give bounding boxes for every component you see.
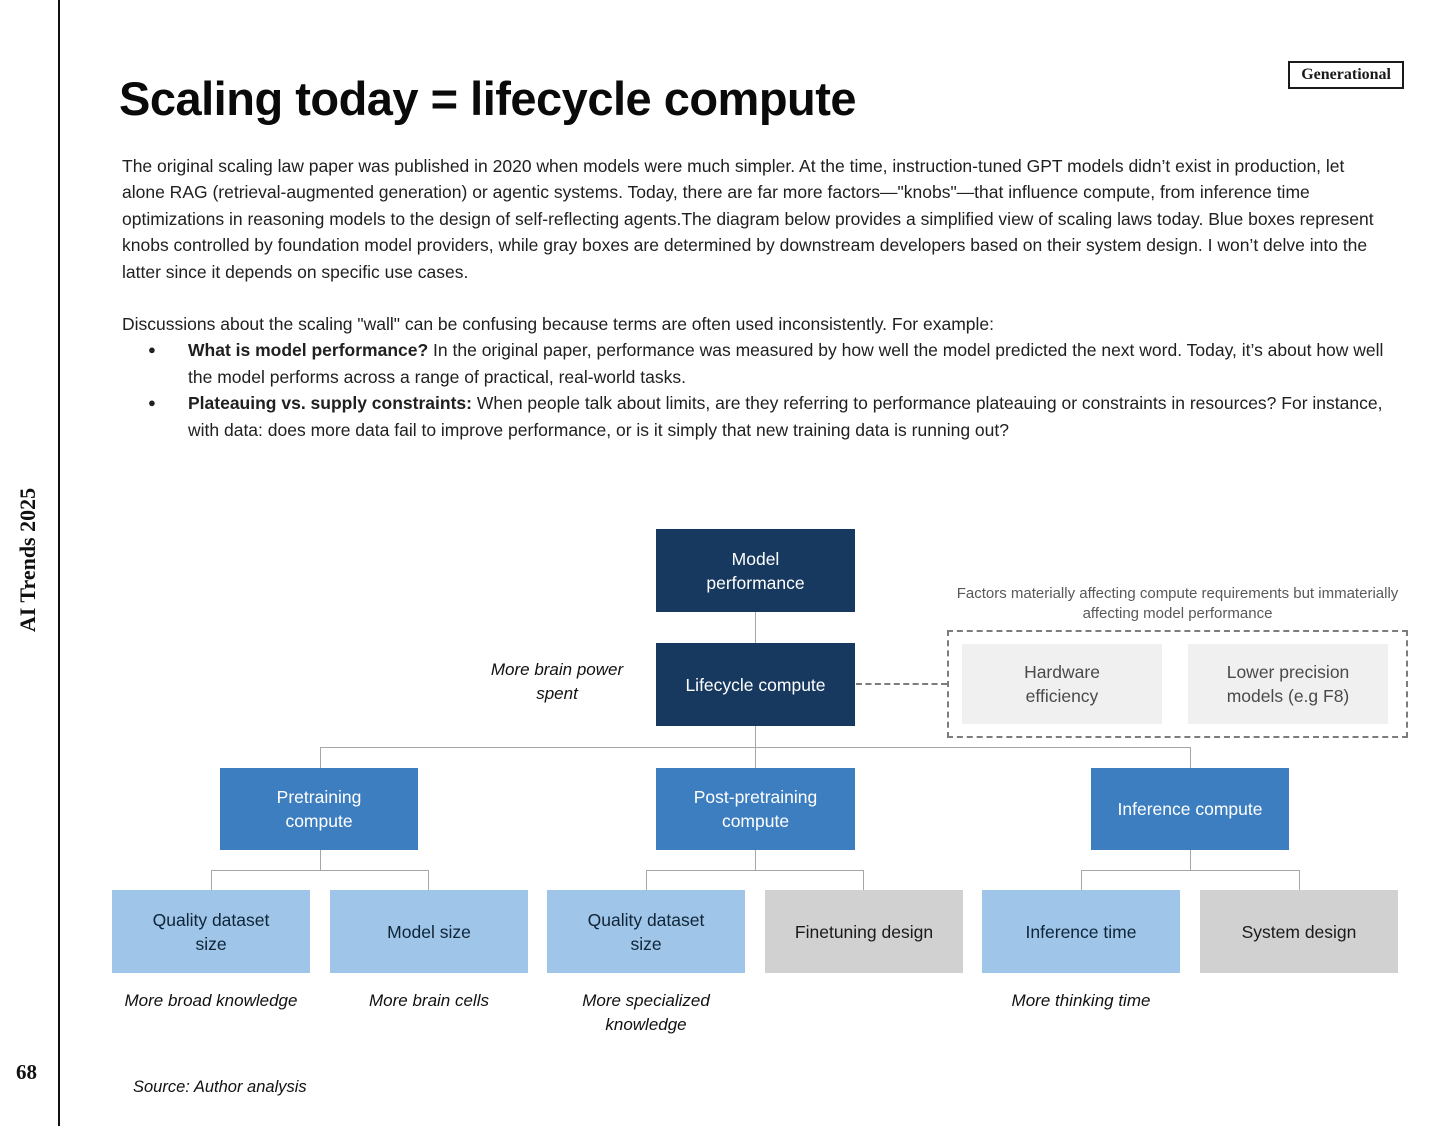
node-quality-dataset-size-postpretraining: Quality dataset size	[547, 890, 745, 973]
bullet-lead-bold: Plateauing vs. supply constraints:	[188, 393, 472, 414]
node-finetuning-design: Finetuning design	[765, 890, 963, 973]
bullet-marker: ●	[148, 342, 156, 358]
node-model-performance: Model performance	[656, 529, 855, 612]
paragraph-intro: The original scaling law paper was publi…	[122, 156, 1374, 282]
generational-badge: Generational	[1288, 61, 1404, 89]
connector-inference-down	[1190, 850, 1191, 870]
node-lifecycle-compute: Lifecycle compute	[656, 643, 855, 726]
node-label: Quality dataset size	[587, 909, 705, 954]
connector-drop-modelsize	[428, 870, 429, 890]
node-quality-dataset-size-pretraining: Quality dataset size	[112, 890, 310, 973]
node-pretraining-compute: Pretraining compute	[220, 768, 418, 850]
node-system-design: System design	[1200, 890, 1398, 973]
bullet-body: In the original paper, performance was m…	[188, 340, 1384, 387]
note-more-broad-knowledge: More broad knowledge	[124, 991, 298, 1010]
paragraph-discussions: Discussions about the scaling "wall" can…	[122, 314, 995, 335]
bullet-lead-bold: What is model performance?	[188, 340, 429, 361]
connector-pretraining-horizontal	[211, 870, 429, 871]
connector-drop-systemdesign	[1299, 870, 1300, 890]
connector-tier2-horizontal	[320, 747, 1191, 748]
node-label: Model size	[387, 921, 471, 942]
node-inference-time: Inference time	[982, 890, 1180, 973]
bullet-marker: ●	[148, 395, 156, 411]
connector-drop-finetuning	[863, 870, 864, 890]
note-more-brain-cells: More brain cells	[369, 991, 489, 1010]
bullet-text: What is model performance? In the origin…	[188, 337, 1392, 390]
node-label: Finetuning design	[794, 921, 934, 942]
source-note: Source: Author analysis	[133, 1078, 307, 1096]
node-label: Inference compute	[1117, 799, 1263, 819]
bullet-item-performance: ● What is model performance? In the orig…	[122, 337, 1392, 390]
node-lower-precision-models: Lower precision models (e.g F8)	[1188, 644, 1388, 724]
connector-drop-quality2	[646, 870, 647, 890]
connector-drop-quality1	[211, 870, 212, 890]
node-label: Hardware efficiency	[1024, 662, 1100, 706]
node-label: Lifecycle compute	[685, 674, 826, 695]
edition-vertical-label: AI Trends 2025	[15, 487, 40, 633]
bullet-item-plateauing: ● Plateauing vs. supply constraints: Whe…	[122, 390, 1392, 443]
note-more-specialized-knowledge: More specialized knowledge	[582, 991, 710, 1034]
left-border-rule	[58, 0, 60, 1126]
node-label: Post-pretraining compute	[693, 787, 818, 831]
node-inference-compute: Inference compute	[1091, 768, 1289, 850]
page-number: 68	[16, 1060, 37, 1084]
node-label: Lower precision models (e.g F8)	[1226, 662, 1350, 706]
node-label: Inference time	[1025, 921, 1137, 942]
connector-drop-inferencetime	[1081, 870, 1082, 890]
note-more-thinking-time: More thinking time	[1011, 991, 1151, 1010]
node-label: Pretraining compute	[276, 787, 362, 831]
connector-drop-inference	[1190, 747, 1191, 768]
node-model-size: Model size	[330, 890, 528, 973]
node-label: System design	[1241, 921, 1357, 942]
body-copy: The original scaling law paper was publi…	[122, 153, 1392, 443]
factors-caption: Factors materially affecting compute req…	[956, 585, 1399, 622]
connector-pretraining-down	[320, 850, 321, 870]
connector-lifecycle-down	[755, 725, 756, 768]
connector-drop-pretraining	[320, 747, 321, 768]
node-label: Quality dataset size	[152, 909, 270, 954]
factors-dashed-frame	[947, 630, 1408, 738]
connector-postpretraining-down	[755, 850, 756, 870]
connector-inference-horizontal	[1081, 870, 1299, 871]
connector-postpretraining-horizontal	[646, 870, 864, 871]
node-hardware-efficiency: Hardware efficiency	[962, 644, 1162, 724]
connector-lifecycle-factors-dashed	[856, 683, 947, 685]
connector-modelperf-lifecycle	[755, 612, 756, 643]
page-title: Scaling today = lifecycle compute	[119, 72, 857, 126]
note-more-brain-power: More brain power spent	[490, 660, 624, 703]
bullet-text: Plateauing vs. supply constraints: When …	[188, 390, 1392, 443]
bullet-body: When people talk about limits, are they …	[188, 393, 1383, 440]
node-post-pretraining-compute: Post-pretraining compute	[656, 768, 855, 850]
node-label: Model performance	[706, 548, 805, 593]
